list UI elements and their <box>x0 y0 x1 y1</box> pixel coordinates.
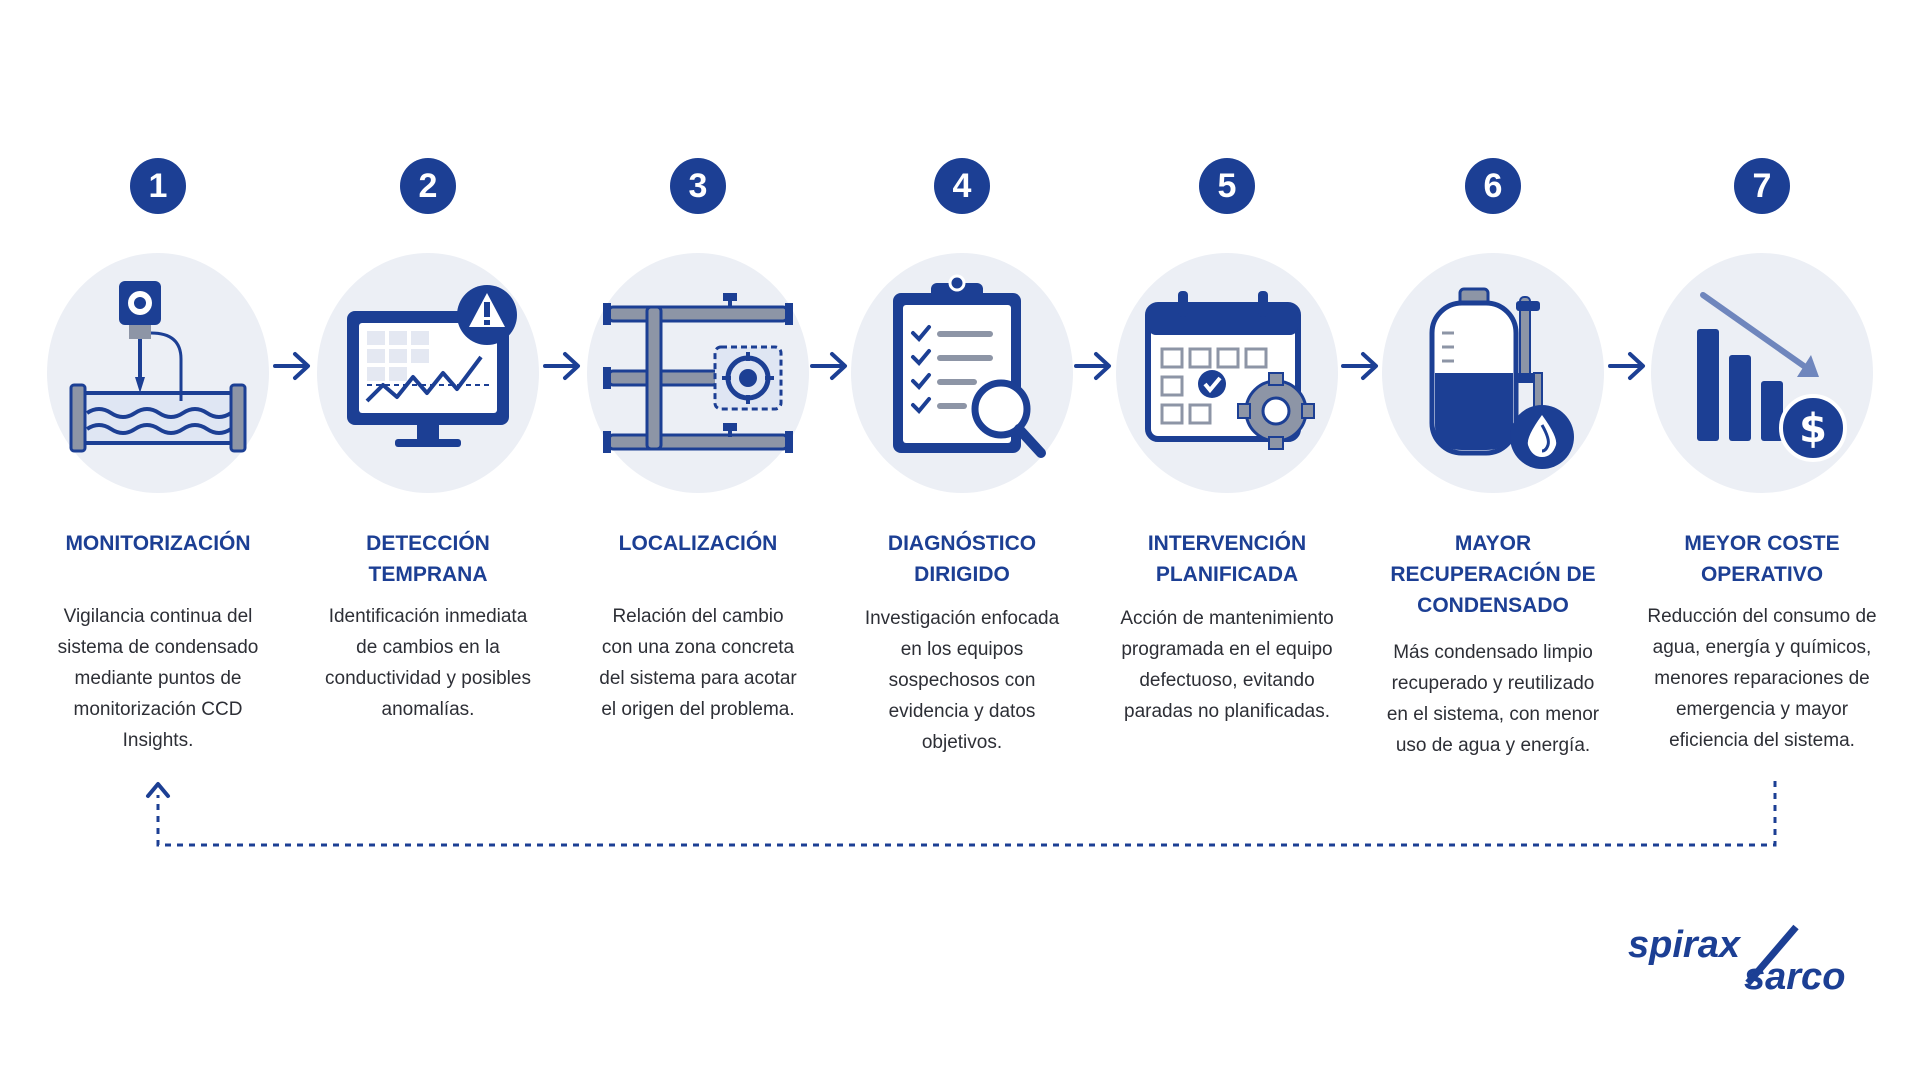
step-description: Más condensado limpio recuperado y reuti… <box>1386 642 1600 756</box>
step-description: Relación del cambio con una zona concret… <box>599 606 797 720</box>
chart-down-dollar-icon: $ <box>1697 292 1847 462</box>
step-description: Acción de mantenimiento programada en el… <box>1120 608 1334 722</box>
monitor-alert-icon <box>347 285 517 447</box>
step-number-badge: 3 <box>670 158 726 214</box>
logo-text-top: spirax <box>1628 924 1742 966</box>
arrow-right-icon <box>273 352 310 380</box>
arrow-right-icon <box>1608 352 1645 380</box>
arrow-right-icon <box>543 352 580 380</box>
pipe-target-icon <box>603 293 793 453</box>
arrow-right-icon <box>1341 352 1378 380</box>
icon-disc <box>851 253 1073 493</box>
step-title: INTERVENCIÓN PLANIFICADA <box>1147 532 1307 586</box>
clipboard-magnifier-icon <box>893 274 1046 458</box>
arrow-right-icon <box>810 352 847 380</box>
icon-disc <box>587 253 809 493</box>
step-title: DETECCIÓN TEMPRANA <box>366 532 490 586</box>
sensor-pipe-icon <box>69 281 247 453</box>
step-number-badge: 7 <box>1734 158 1790 214</box>
logo-text-bottom: sarco <box>1744 956 1845 998</box>
step-number-badge: 4 <box>934 158 990 214</box>
icon-disc: $ <box>1651 253 1873 493</box>
step-description: Identificación inmediata de cambios en l… <box>325 606 531 720</box>
step-description: Reducción del consumo de agua, energía y… <box>1647 606 1877 751</box>
arrow-right-icon <box>1074 352 1111 380</box>
step-title: MEYOR COSTE OPERATIVO <box>1684 532 1840 586</box>
icon-disc <box>1382 253 1604 493</box>
step-title: MAYOR RECUPERACIÓN DE CONDENSADO <box>1390 532 1596 617</box>
step-number-badge: 5 <box>1199 158 1255 214</box>
step-description: Investigación enfocada en los equipos so… <box>864 608 1060 753</box>
tank-drop-icon <box>1429 287 1574 469</box>
step-number-badge: 6 <box>1465 158 1521 214</box>
brand-logo: spirax sarco <box>1628 924 1845 998</box>
step-number-badge: 1 <box>130 158 186 214</box>
icon-disc <box>1116 253 1338 493</box>
step-number-badge: 2 <box>400 158 456 214</box>
step-description: Vigilancia continua del sistema de conde… <box>57 606 259 751</box>
step-title: MONITORIZACIÓN <box>65 532 251 555</box>
svg-text:$: $ <box>1799 406 1827 452</box>
icon-disc <box>47 253 269 493</box>
step-title: DIAGNÓSTICO DIRIGIDO <box>887 532 1037 586</box>
step-title: LOCALIZACIÓN <box>618 532 778 555</box>
calendar-gear-icon <box>1145 291 1315 450</box>
icon-disc <box>317 253 539 493</box>
